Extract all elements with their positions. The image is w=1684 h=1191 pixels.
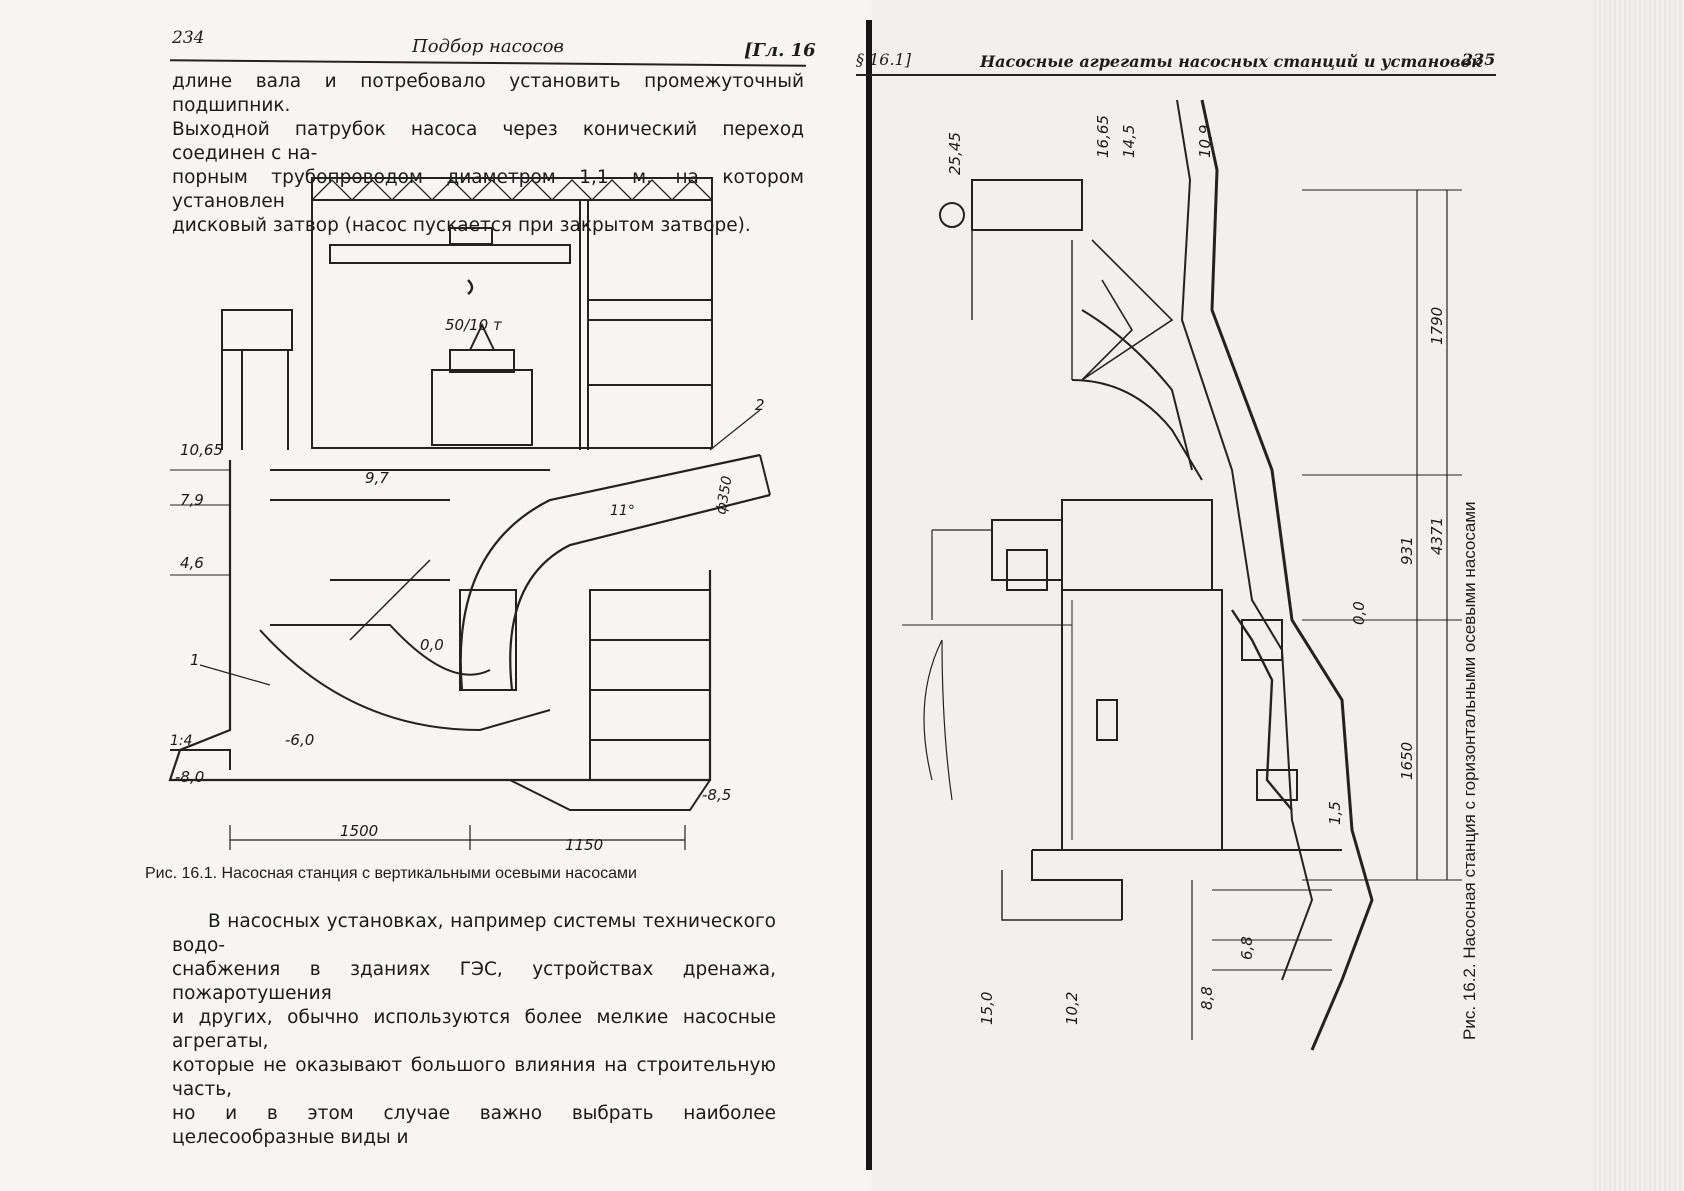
dimension-label: 1150: [565, 836, 603, 854]
elevation-mark: 0,0: [1350, 601, 1368, 625]
dimension-label: 1650: [1398, 742, 1416, 780]
main-hall: [1061, 589, 1223, 851]
pump-runner: [1241, 619, 1283, 661]
left-page-number: 234: [172, 28, 205, 48]
dimension-label: 1790: [1428, 307, 1446, 345]
elevation-mark: -6,0: [285, 731, 314, 749]
elevation-mark: 9,7: [365, 469, 389, 487]
callout-2: 2: [755, 396, 765, 414]
elevation-mark: 10,2: [1063, 992, 1081, 1025]
elevation-mark: 7,9: [180, 491, 204, 509]
header-rule: [856, 74, 1496, 76]
pump-motor: [1256, 769, 1298, 801]
left-running-title: Подбор насосов: [412, 36, 564, 57]
section-ref: § 16.1]: [856, 50, 911, 69]
left-chapter-ref: [Гл. 16: [744, 40, 816, 61]
motor-room: [1061, 499, 1213, 591]
text-line: снабжения в зданиях ГЭС, устройствах дре…: [172, 959, 776, 1004]
elevation-mark: 1,5: [1326, 801, 1344, 825]
angle-label: 11°: [610, 503, 635, 519]
elevation-mark: 10,9: [1196, 125, 1214, 158]
elevation-mark: -8,0: [175, 768, 204, 786]
callout-1: 1: [190, 651, 200, 669]
book-spine: [866, 20, 873, 1170]
elevation-mark: -8,5: [702, 786, 731, 804]
dimension-label: 1500: [340, 822, 378, 840]
elevation-mark: 25,45: [946, 132, 964, 175]
elevation-mark: 0,0: [420, 636, 444, 654]
diameter-label: ф350: [713, 475, 735, 516]
figure-caption-16-2: Рис. 16.2. Насосная станция с горизонтал…: [1460, 501, 1479, 1041]
dimension-label: 4371: [1428, 517, 1446, 555]
gate-hoist: [971, 179, 1083, 231]
paragraph-top: длине вала и потребовало установить пром…: [172, 70, 804, 238]
elevation-mark: 6,8: [1238, 936, 1256, 960]
paragraph-bottom: В насосных установках, например системы …: [172, 910, 776, 1150]
motor: [431, 369, 533, 446]
text-line: дисковый затвор (насос пускается при зак…: [172, 215, 751, 236]
right-running-title: Насосные агрегаты насосных станций и уст…: [980, 52, 1483, 71]
right-page-number: 235: [1462, 50, 1496, 69]
text-line: которые не оказывают большого влияния на…: [172, 1055, 776, 1100]
text-line: длине вала и потребовало установить пром…: [172, 71, 804, 116]
text-line: но и в этом случае важно выбрать наиболе…: [172, 1103, 776, 1148]
elevation-mark: 15,0: [978, 992, 996, 1025]
text-line: В насосных установках, например системы …: [172, 911, 776, 956]
crane-capacity-label: 50/10 т: [445, 316, 503, 334]
scan-edge: [1594, 0, 1684, 1191]
crane-hook: [467, 279, 474, 295]
figure-horizontal-pump-station: 25,45 16,65 14,5 10,9 0,0 1,5 15,0 10,2 …: [902, 99, 1462, 1051]
crane-trolley: [449, 227, 493, 245]
hoist-drum: [939, 202, 965, 228]
header-rule: [170, 59, 806, 67]
text-line: и других, обычно используются более мелк…: [172, 1007, 776, 1052]
text-line: Выходной патрубок насоса через конически…: [172, 119, 804, 164]
elevation-mark: 10,65: [180, 441, 223, 459]
figure-caption-16-1: Рис. 16.1. Насосная станция с вертикальн…: [145, 865, 637, 882]
elevation-mark: 4,6: [180, 554, 204, 572]
figure-vertical-pump-station: 50/10 т 10,65 7,9 9,7 4,6 0,0 -6,0 -8,0 …: [168, 177, 771, 854]
elevation-mark: 14,5: [1120, 125, 1138, 158]
right-page: § 16.1] Насосные агрегаты насосных станц…: [856, 0, 1684, 1191]
elevation-mark: 16,65: [1094, 115, 1112, 158]
left-page: 234 Подбор насосов [Гл. 16 длине вала и …: [145, 28, 816, 1150]
building-outline: [311, 177, 713, 449]
generator: [1006, 549, 1048, 591]
slope-label: 1:4: [170, 733, 193, 749]
pump-casing: [459, 589, 517, 691]
dimension-label: 931: [1398, 536, 1416, 565]
elevation-mark: 8,8: [1198, 986, 1216, 1010]
